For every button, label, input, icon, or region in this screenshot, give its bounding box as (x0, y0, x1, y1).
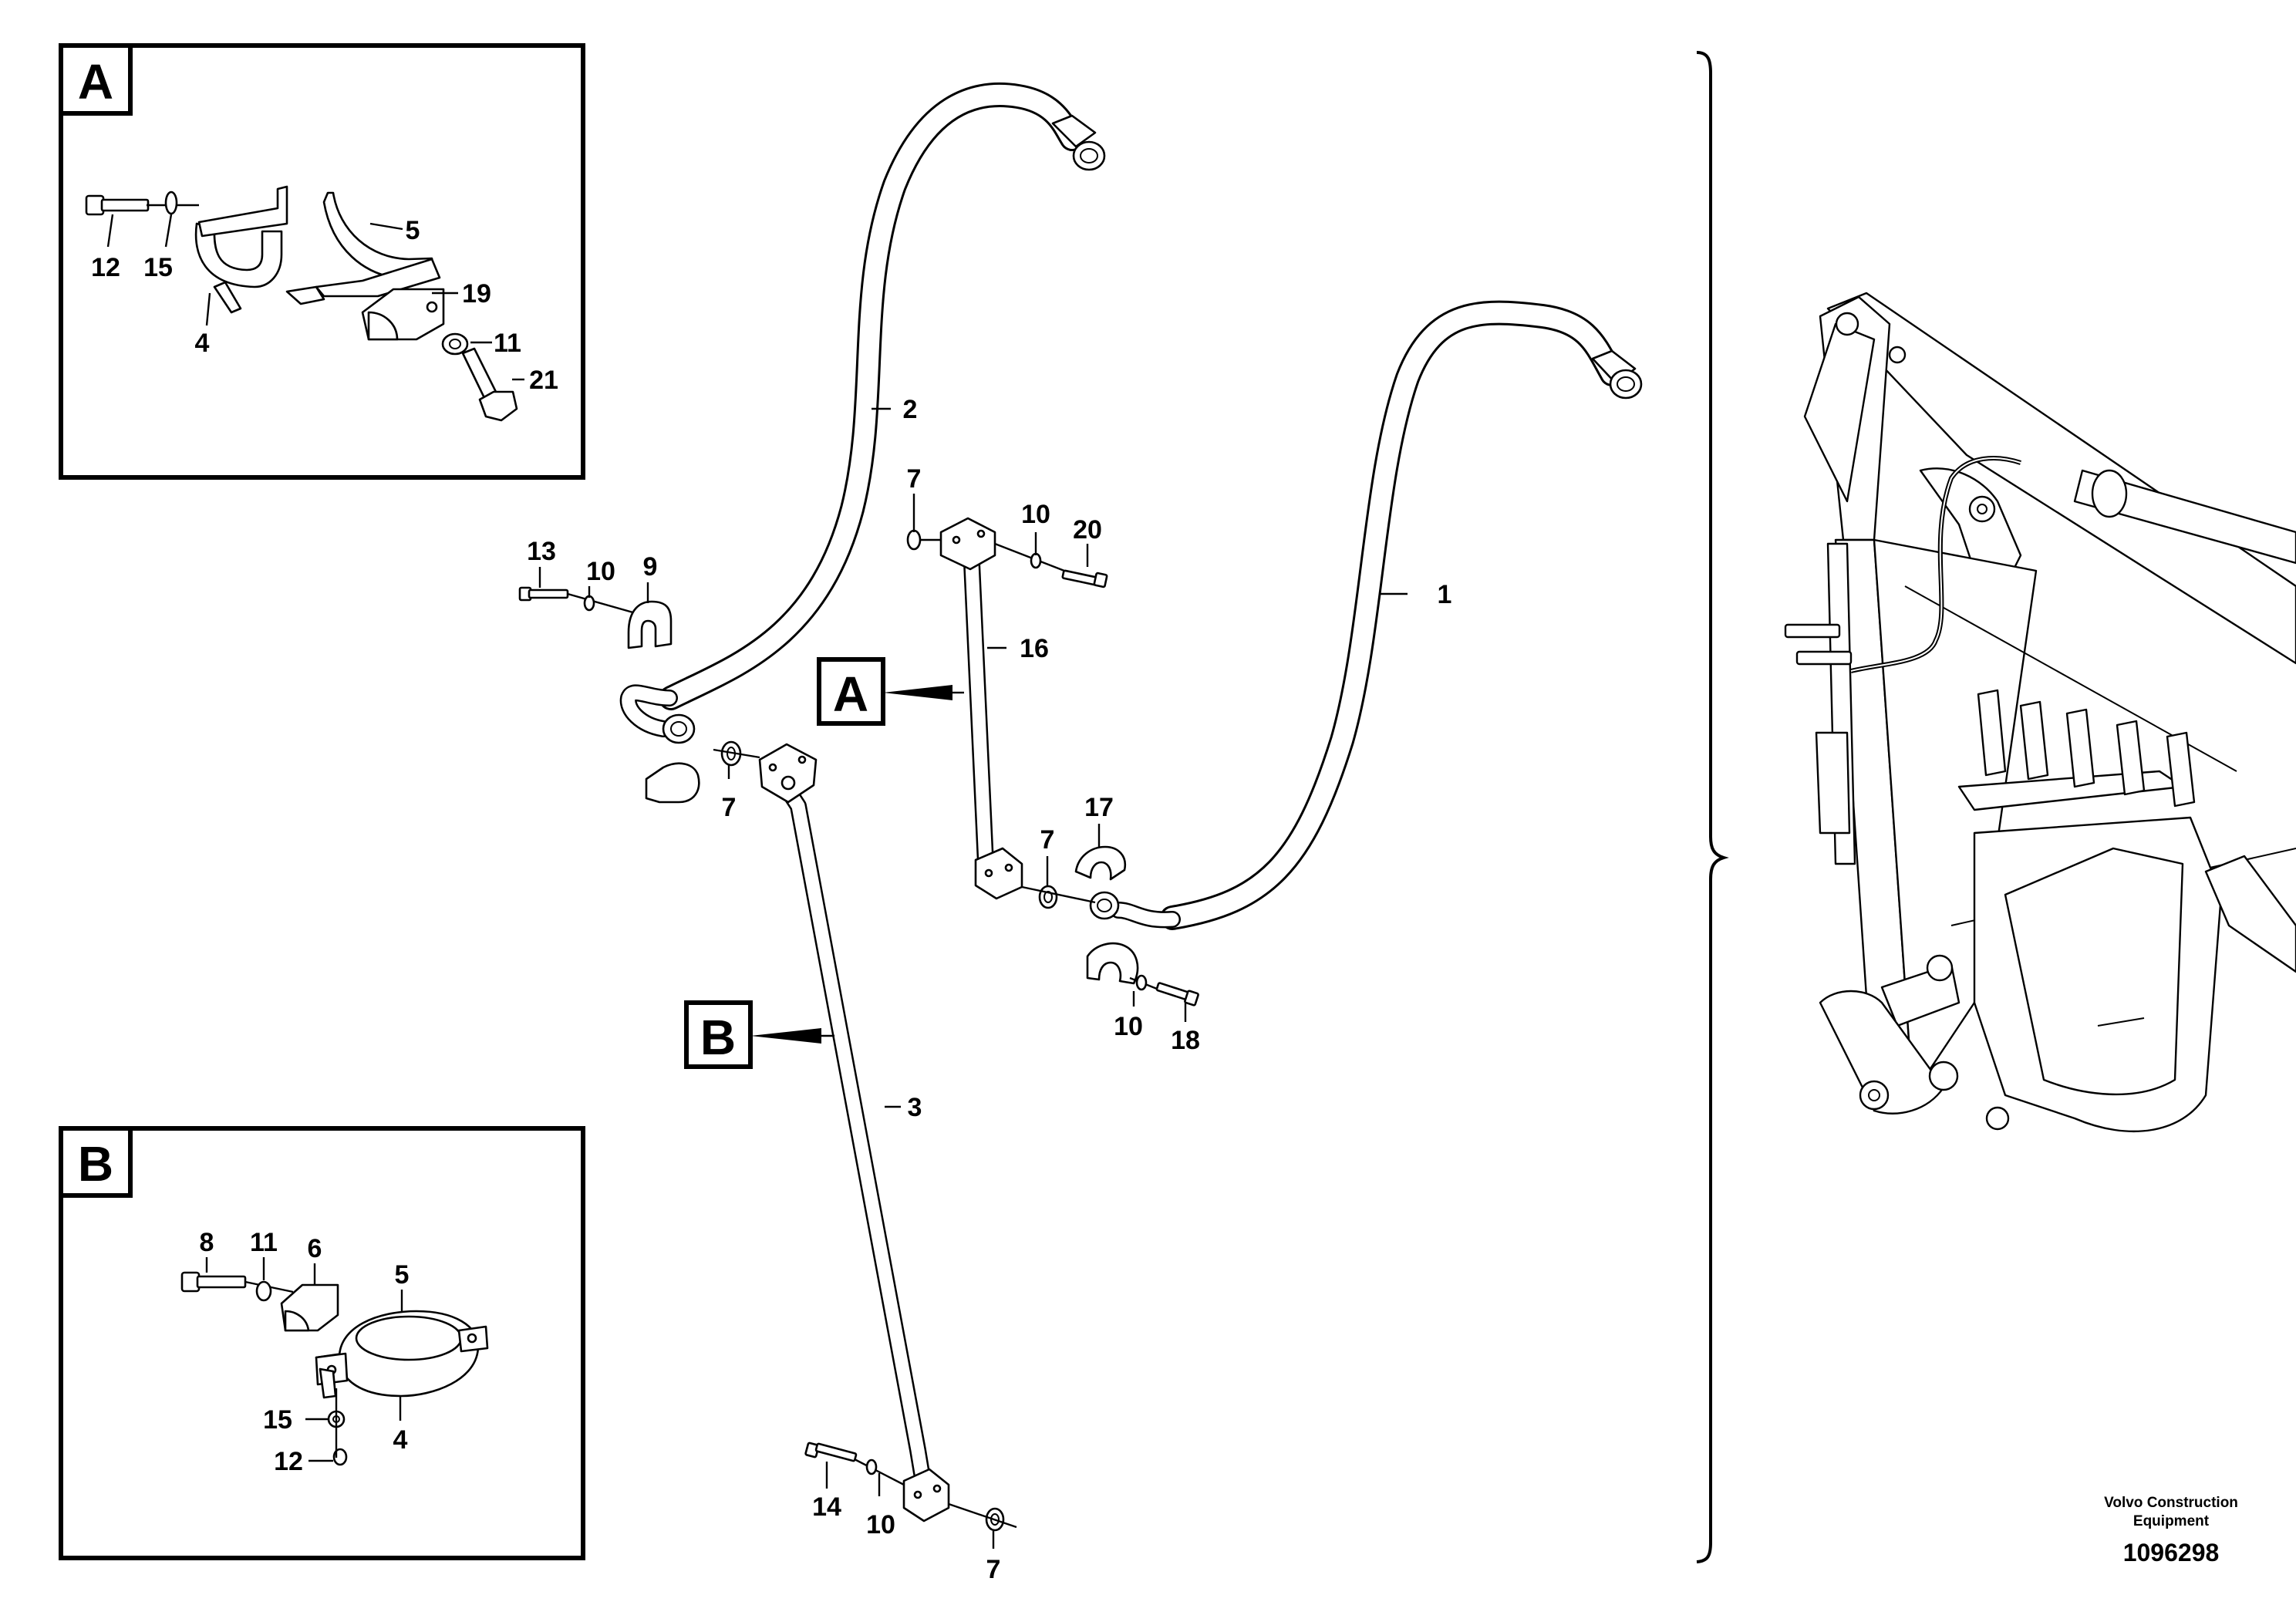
callout-6-detail-b: 6 (308, 1234, 322, 1263)
callout-11-detail-a: 11 (494, 329, 521, 358)
pipe-3 (758, 743, 950, 1523)
bolt-13-part (518, 586, 569, 602)
reference-b-marker: B (684, 1000, 834, 1069)
callout-13: 13 (527, 537, 556, 566)
callout-9: 9 (643, 552, 658, 582)
clamp-half-17-part (1074, 845, 1127, 881)
callout-16: 16 (1020, 634, 1049, 663)
callout-1: 1 (1438, 580, 1452, 609)
o-ring-7-top (906, 529, 922, 551)
svg-text:B: B (700, 1010, 736, 1065)
callout-4-detail-a: 4 (195, 329, 210, 358)
pipe-16 (939, 517, 1023, 900)
reference-a-marker: A (817, 657, 964, 726)
bolt-14-part (804, 1442, 858, 1462)
bolt-8-part (180, 1271, 247, 1293)
callout-21-detail-a: 21 (529, 366, 558, 395)
o-ring-7-mid (1038, 885, 1058, 909)
callout-4-detail-b: 4 (393, 1425, 408, 1455)
callout-14: 14 (812, 1492, 841, 1522)
callout-10-bottom: 10 (866, 1510, 895, 1539)
callout-19-detail-a: 19 (462, 279, 491, 309)
callout-12-detail-b: 12 (274, 1447, 303, 1476)
clamp-half-4-part (194, 222, 283, 288)
bolt-21-part (461, 347, 518, 422)
callout-17: 17 (1084, 793, 1114, 822)
callout-7-top: 7 (907, 464, 922, 494)
washer-11-part (441, 332, 469, 356)
callout-18: 18 (1171, 1026, 1200, 1055)
detail-a-panel: A (59, 43, 585, 480)
bolt-12-part (85, 194, 150, 216)
callout-20: 20 (1073, 515, 1102, 545)
callout-10-mid: 10 (1114, 1012, 1143, 1041)
callout-15-detail-b: 15 (263, 1405, 292, 1435)
detail-b-panel: B (59, 1126, 585, 1560)
clamp-5-detail-b-part (315, 1310, 489, 1399)
callout-2: 2 (903, 395, 918, 424)
washer-11-detail-b-part (255, 1280, 272, 1302)
callout-5-detail-b: 5 (395, 1260, 410, 1290)
brace (1696, 51, 1729, 1563)
callout-10-top: 10 (1021, 500, 1050, 529)
bolt-18-part (1155, 982, 1199, 1007)
washer-10-mid (1135, 974, 1148, 991)
callout-7-mid: 7 (1040, 825, 1055, 855)
washer-10-top (1030, 552, 1042, 569)
callout-7-bottom: 7 (986, 1555, 1001, 1584)
credit-line-1: Volvo Construction (2104, 1495, 2238, 1511)
callout-8-detail-b: 8 (200, 1228, 214, 1257)
detail-b-label: B (78, 1136, 113, 1192)
excavator-overview-illustration (1784, 292, 2296, 1132)
detail-a-label: A (78, 54, 113, 110)
callout-12-detail-a: 12 (91, 253, 120, 282)
hose-1 (1089, 300, 1643, 930)
svg-text:A: A (833, 666, 868, 722)
clamp-half-lower-right (1086, 942, 1139, 985)
clamp-half-lower-left (645, 762, 700, 804)
bolt-20-part (1061, 569, 1108, 588)
document-number: 1096298 (2123, 1539, 2220, 1566)
hose-2 (619, 82, 1106, 744)
callout-5-detail-a: 5 (406, 216, 420, 245)
callout-15-detail-a: 15 (143, 253, 173, 282)
washer-10-bottom (865, 1458, 878, 1475)
callout-10-left: 10 (586, 557, 615, 586)
washer-10-left (583, 595, 595, 612)
clamp-half-9-part (627, 600, 673, 649)
credit-line-2: Equipment (2133, 1513, 2210, 1529)
washer-15-part (164, 191, 178, 215)
flange-bottom-pipe-3 (902, 1468, 950, 1523)
callout-7-left: 7 (722, 793, 737, 822)
callout-3: 3 (908, 1093, 922, 1122)
callout-11-detail-b: 11 (250, 1228, 278, 1257)
